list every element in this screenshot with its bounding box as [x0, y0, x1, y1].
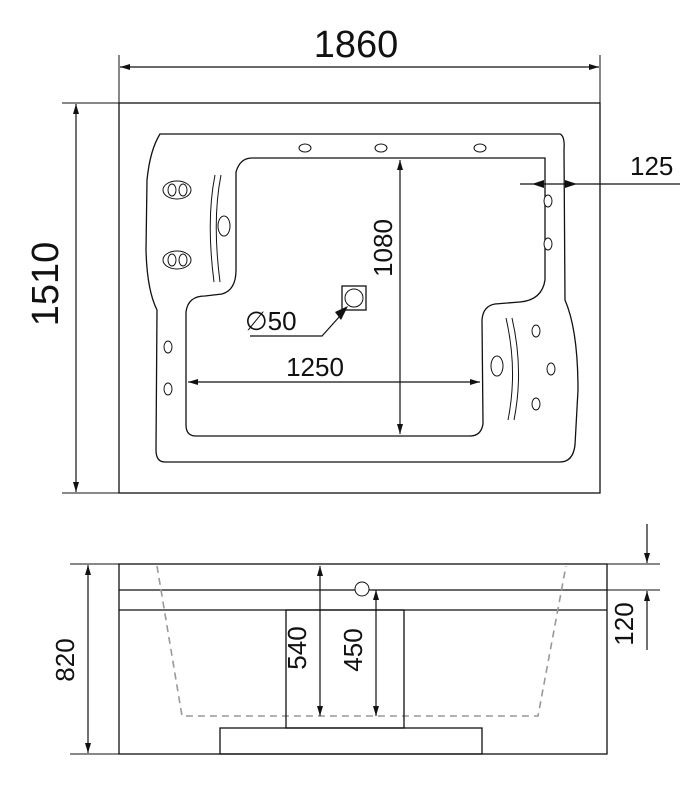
seat-height-label: 450 — [338, 628, 368, 671]
pillow-jet — [217, 215, 231, 237]
double-jet-right — [178, 183, 188, 197]
pillow-jet — [490, 355, 504, 377]
double-jet-right — [178, 253, 188, 267]
jet — [163, 382, 173, 396]
headrest-groove-left-2 — [215, 174, 222, 283]
drain-leader — [250, 315, 341, 337]
jet — [546, 362, 556, 376]
jet — [163, 340, 173, 354]
overall-depth-label: 1510 — [25, 242, 67, 327]
double-jet-left — [167, 253, 177, 267]
jet — [543, 194, 553, 208]
drain-leader-arrow — [335, 306, 348, 320]
headrest-groove-left-1 — [209, 174, 216, 283]
jets — [162, 143, 556, 411]
tub-outline — [118, 102, 601, 494]
basin-outer — [145, 133, 579, 463]
rim-offset-arrow-left — [532, 180, 544, 188]
jet — [473, 143, 487, 153]
drain-diameter-label: ∅50 — [245, 306, 297, 336]
double-jet-left — [167, 183, 177, 197]
rim-offset-label: 125 — [630, 151, 673, 181]
overflow-icon — [354, 581, 370, 597]
headrest-groove-right-1 — [505, 317, 514, 421]
total-height-label: 820 — [50, 638, 80, 681]
jet — [374, 143, 388, 153]
overall-width-label: 1860 — [314, 24, 399, 66]
rim-height-label: 120 — [609, 602, 639, 645]
top-view: ∅50 1860 1510 1080 1250 125 — [25, 24, 680, 494]
inner-length-label: 1080 — [368, 219, 398, 277]
drain-icon — [344, 288, 364, 308]
basin-inner — [185, 157, 546, 437]
headrest-groove-right-2 — [511, 317, 520, 421]
inner-width-label: 1250 — [286, 352, 344, 382]
jet — [543, 237, 553, 251]
basin-hidden-line — [156, 565, 567, 717]
inner-depth-label: 540 — [282, 626, 312, 669]
base-plinth — [219, 727, 483, 755]
side-view: 820 540 450 120 — [50, 524, 660, 755]
jet — [531, 324, 541, 338]
jet — [531, 397, 541, 411]
drain-box — [341, 285, 367, 311]
jet — [298, 143, 312, 153]
